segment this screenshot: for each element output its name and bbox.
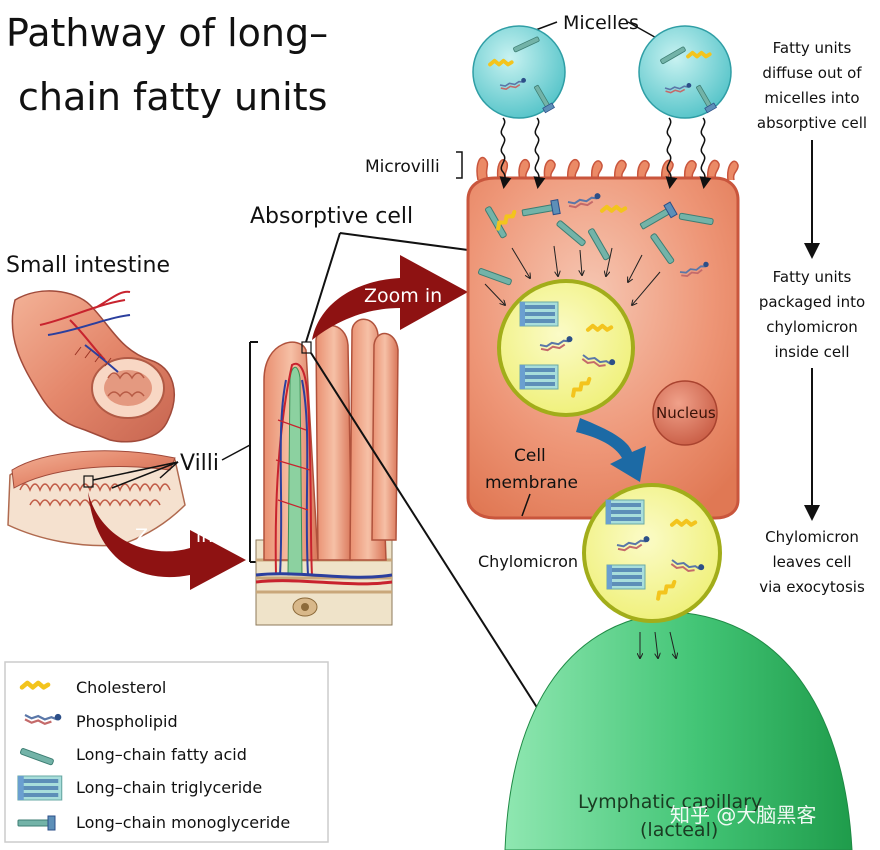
absorptive-cell-label: Absorptive cell: [250, 204, 413, 229]
small-intestine-label: Small intestine: [6, 253, 170, 278]
packaging-arrows: [484, 245, 661, 305]
cell-membrane-label-line-2: membrane: [485, 473, 578, 493]
step-3-line-3: via exocytosis: [759, 578, 865, 596]
legend-label-fatty-acid: Long–chain fatty acid: [76, 745, 247, 764]
small-intestine-illustration: [7, 290, 186, 547]
step-1-line-1: Fatty units: [773, 39, 852, 57]
lymphatic-label-line-2: (lacteal): [640, 819, 718, 841]
exocytosis-arrows: [640, 631, 676, 658]
chylomicron-forming: [497, 279, 635, 417]
zoom-in-label-1: Zoom in: [135, 525, 213, 547]
micelle-right: [638, 25, 732, 119]
chylomicron-label: Chylomicron: [478, 552, 578, 571]
villi-pointers: [92, 461, 179, 489]
micelles-label: Micelles: [563, 12, 639, 34]
step-2-line-1: Fatty units: [773, 268, 852, 286]
triglyceride-icon: [17, 775, 63, 801]
step-1-line-2: diffuse out of: [762, 64, 862, 82]
cell-membrane-pointer: [521, 493, 531, 517]
microvilli-label: Microvilli: [365, 157, 440, 177]
step-2-text: Fatty units packaged into chylomicron in…: [759, 268, 865, 361]
absorptive-cell-pointers: [305, 232, 546, 721]
legend: Cholesterol Phospholipid Long–chain fatt…: [4, 661, 329, 843]
step-3-line-2: leaves cell: [772, 553, 851, 571]
microvilli-bracket: [456, 151, 463, 179]
nucleus-label: Nucleus: [656, 404, 716, 422]
zoom-in-label-2: Zoom in: [364, 285, 442, 307]
step-2-line-3: chylomicron: [766, 318, 858, 336]
exocytosis-flow-arrow: [576, 418, 646, 482]
zoom-in-arrow-2: Zoom in: [312, 255, 468, 340]
micelle-left: [472, 25, 566, 119]
villi-cross-section: [255, 318, 399, 626]
step-1-line-4: absorptive cell: [757, 114, 867, 132]
nucleus: [652, 380, 718, 446]
step-1-line-3: micelles into: [764, 89, 859, 107]
zoom-in-arrow-1: Zoom in: [88, 492, 246, 590]
diffusion-arrows: [499, 117, 712, 189]
legend-label-phospholipid: Phospholipid: [76, 712, 178, 731]
title-line-1: Pathway of long–: [6, 11, 328, 55]
legend-label-triglyceride: Long–chain triglyceride: [76, 778, 262, 797]
step-2-line-2: packaged into: [759, 293, 865, 311]
legend-label-monoglyceride: Long–chain monoglyceride: [76, 813, 290, 832]
lymphatic-label-line-1: Lymphatic capillary: [578, 791, 762, 813]
villi-label: Villi: [180, 451, 219, 476]
legend-label-cholesterol: Cholesterol: [76, 678, 166, 697]
title-line-2: chain fatty units: [18, 75, 327, 119]
chylomicron: [582, 483, 722, 623]
villi-selection-box: [83, 475, 94, 488]
villi-bracket: [249, 341, 258, 563]
step-3-text: Chylomicron leaves cell via exocytosis: [759, 528, 865, 596]
step-1-text: Fatty units diffuse out of micelles into…: [757, 39, 867, 132]
cell-membrane-label-line-1: Cell: [514, 446, 546, 466]
watermark: 知乎 @大脑黑客: [670, 803, 816, 827]
villi-bracket-pointer: [221, 444, 251, 461]
step-3-line-1: Chylomicron: [765, 528, 859, 546]
step-2-line-4: inside cell: [775, 343, 850, 361]
